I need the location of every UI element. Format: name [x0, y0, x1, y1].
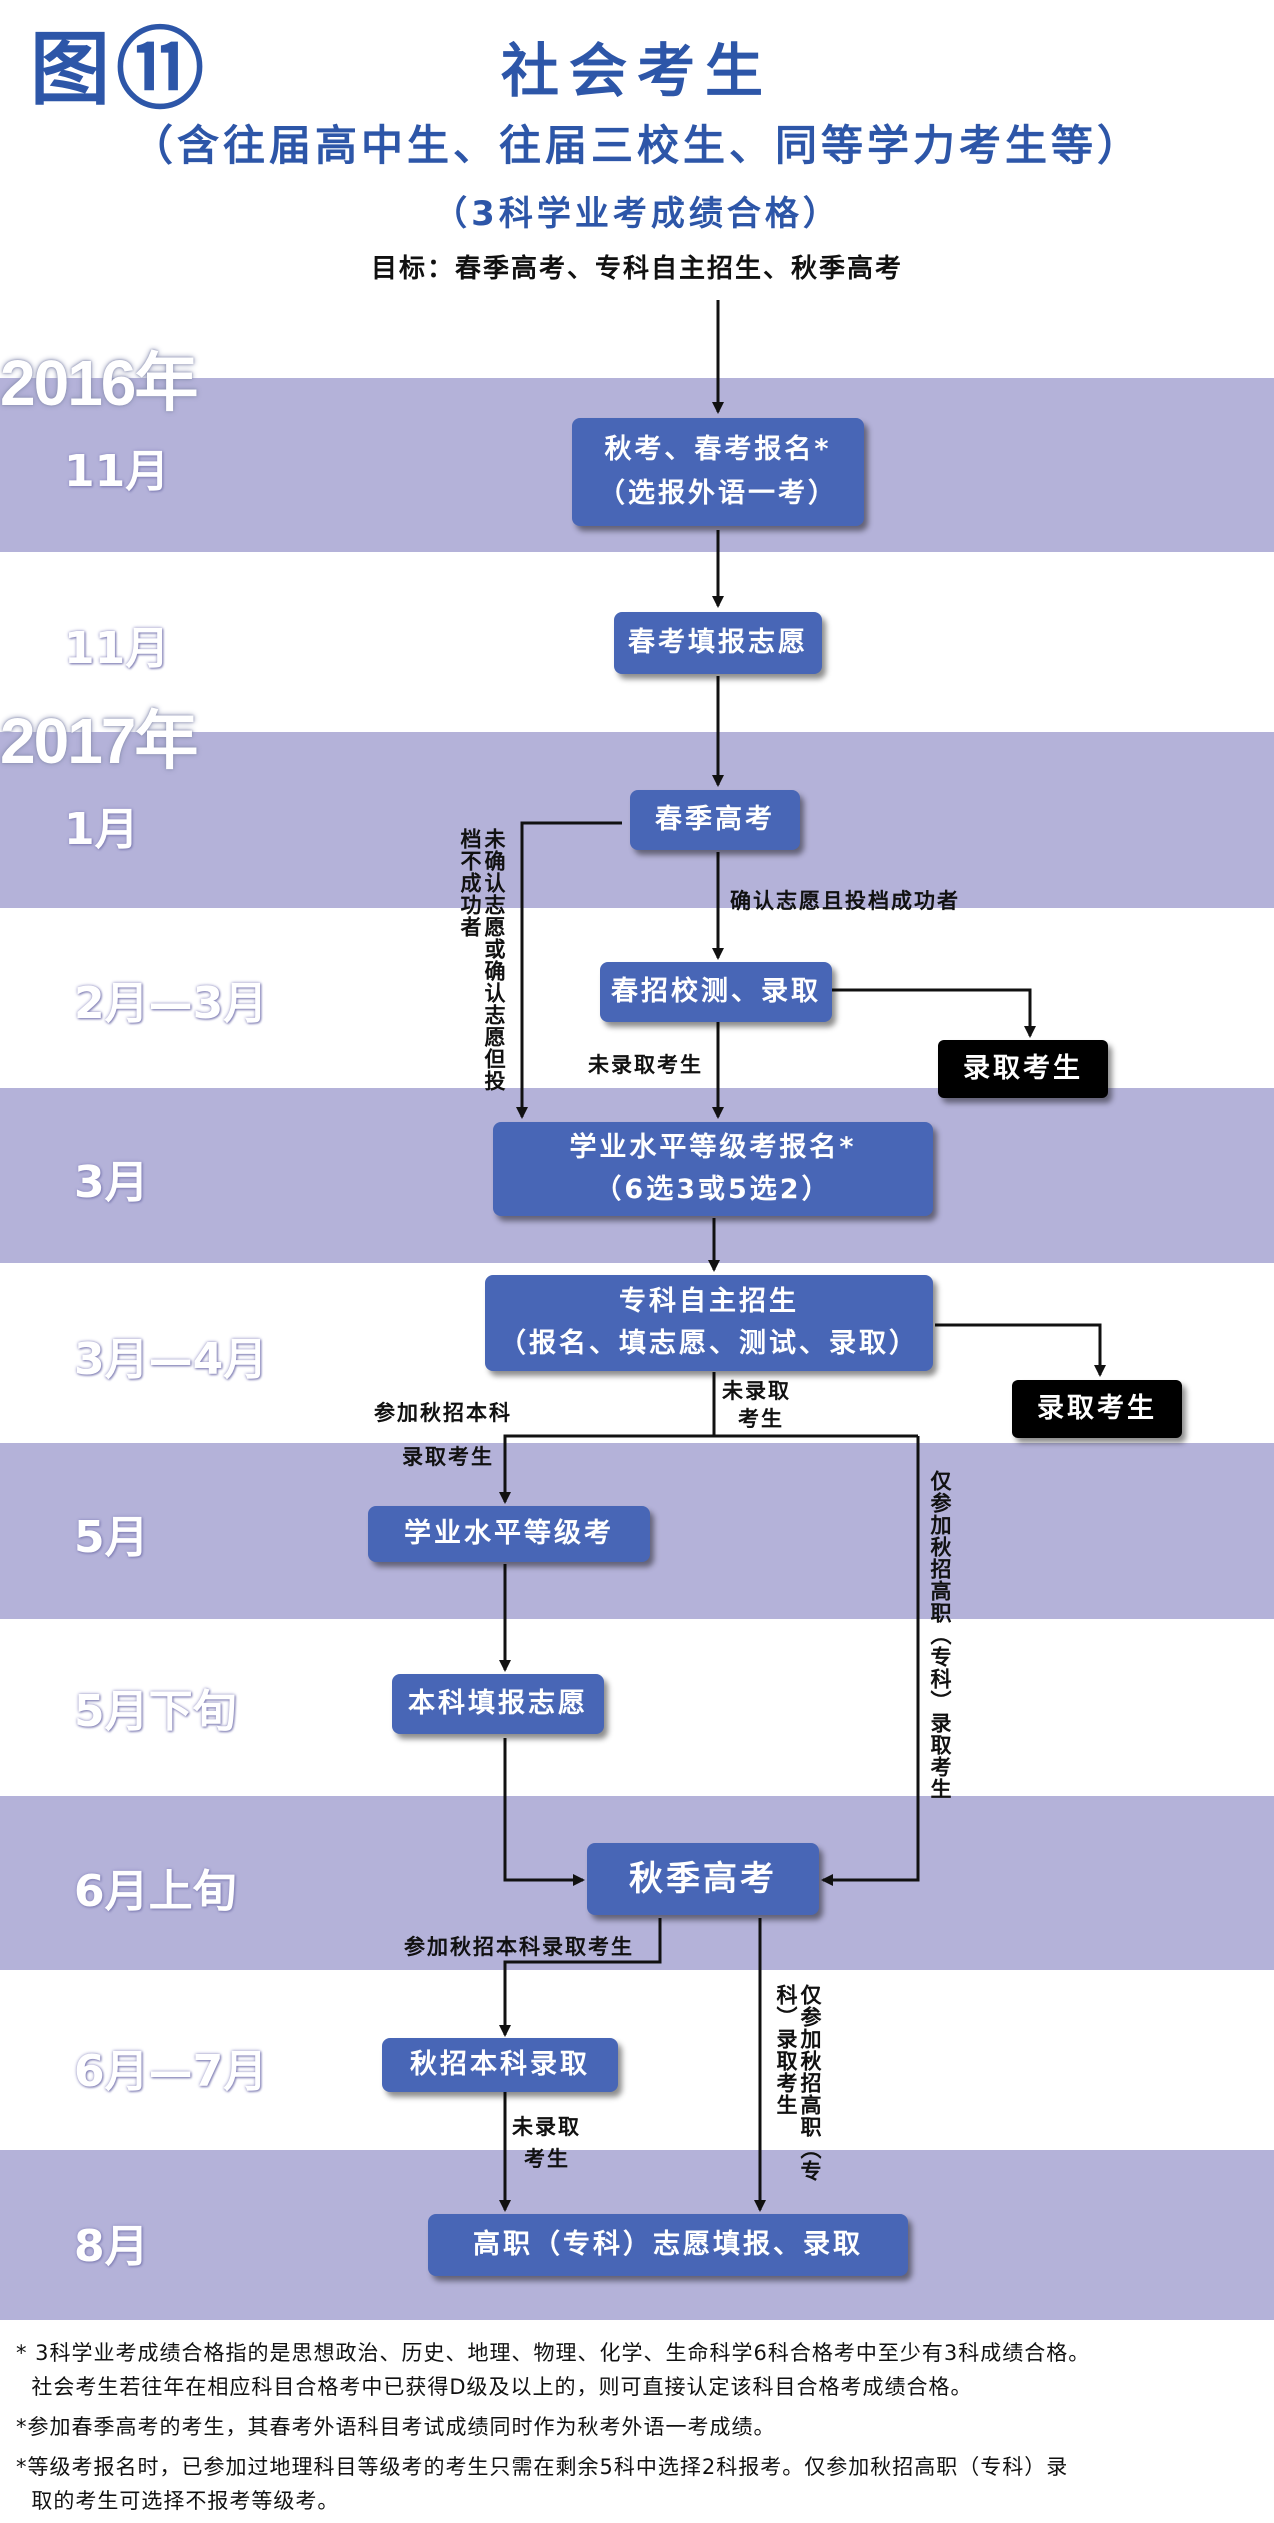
level-exam-box: 学业水平等级考 [368, 1506, 650, 1562]
level-exam-signup-line2: （6选3或5选2） [594, 1174, 832, 1205]
arrow-right-to-autumn-exam [821, 1436, 920, 1886]
signup-box-line1: 秋考、春考报名* [604, 434, 832, 465]
footnote-1b: 社会考生若往年在相应科目合格考中已获得D级及以上的，则可直接认定该科目合格考成绩… [16, 2375, 973, 2399]
label-join-autumn-a: 参加秋招本科 [374, 1401, 512, 1425]
signup-box-line2: （选报外语一考） [598, 478, 838, 509]
month-jan: 1月 [64, 804, 139, 855]
level-exam-signup-box: 学业水平等级考报名* （6选3或5选2） [493, 1122, 933, 1216]
month-nov-2: 11月 [64, 623, 170, 674]
admitted-box-1-label: 录取考生 [963, 1053, 1083, 1084]
month-may-late: 5月下旬 [74, 1686, 237, 1737]
level-exam-signup-line1: 学业水平等级考报名* [569, 1132, 857, 1163]
admitted-box-1: 录取考生 [938, 1040, 1108, 1098]
label-not-confirmed: 未确认志愿或确认志愿但投档不成功者 [458, 828, 506, 1092]
vocational-self-recruit-line1: 专科自主招生 [619, 1286, 799, 1317]
bachelor-choice-box: 本科填报志愿 [392, 1674, 604, 1734]
page-subtitle: （含往届高中生、往届三校生、同等学力考生等） [130, 121, 1143, 170]
spring-admission-label: 春招校测、录取 [611, 976, 821, 1007]
footnote-3b: 取的考生可选择不报考等级考。 [16, 2489, 340, 2513]
autumn-bachelor-admission-label: 秋招本科录取 [410, 2049, 590, 2080]
label-confirm-success: 确认志愿且投档成功者 [730, 889, 960, 913]
arrow-bachelor-choice-to-autumn-exam [503, 1738, 585, 1886]
month-aug: 8月 [74, 2221, 149, 2272]
autumn-exam-label: 秋季高考 [629, 1859, 777, 1899]
arrow-autumn-exam-to-bachelor-admit [499, 1918, 662, 2037]
arrow-spring-admit-to-admit1 [832, 988, 1036, 1038]
admitted-box-2: 录取考生 [1012, 1380, 1182, 1438]
label-not-admitted-1: 未录取考生 [588, 1053, 703, 1077]
month-jun-jul: 6月—7月 [74, 2046, 268, 2097]
label-not-admitted-3b: 考生 [524, 2147, 570, 2171]
month-may: 5月 [74, 1512, 149, 1563]
month-nov-1: 11月 [64, 446, 170, 497]
spring-admission-box: 春招校测、录取 [600, 962, 832, 1022]
month-jun-early: 6月上旬 [74, 1866, 237, 1917]
spring-exam-label: 春季高考 [655, 804, 775, 835]
footnote-3a: *等级考报名时，已参加过地理科目等级考的考生只需在剩余5科中选择2科报考。仅参加… [16, 2455, 1069, 2479]
admitted-box-2-label: 录取考生 [1037, 1393, 1157, 1424]
spring-exam-box: 春季高考 [630, 790, 800, 850]
autumn-bachelor-admission-box: 秋招本科录取 [382, 2038, 618, 2092]
spring-choice-box: 春考填报志愿 [614, 612, 822, 674]
label-not-admitted-2b: 考生 [738, 1407, 784, 1431]
signup-box: 秋考、春考报名* （选报外语一考） [572, 418, 864, 526]
footnote-2: *参加春季高考的考生，其春考外语科目考试成绩同时作为秋考外语一考成绩。 [16, 2415, 776, 2439]
year-2017: 2017年 [0, 705, 198, 777]
year-2016: 2016年 [0, 347, 198, 419]
arrow-to-level-exam [499, 1434, 918, 1504]
goal-text: 目标：春季高考、专科自主招生、秋季高考 [370, 254, 903, 284]
label-only-vocational-1: 仅参加秋招高职（专科）录取考生 [928, 1470, 952, 1800]
figure-badge-char: 图 [30, 23, 110, 116]
bachelor-choice-label: 本科填报志愿 [408, 1688, 588, 1719]
label-not-admitted-3a: 未录取 [512, 2115, 581, 2139]
vocational-admission-label: 高职（专科）志愿填报、录取 [473, 2229, 863, 2260]
label-join-autumn-2: 参加秋招本科录取考生 [404, 1935, 634, 1959]
vocational-admission-box: 高职（专科）志愿填报、录取 [428, 2214, 908, 2276]
autumn-exam-box: 秋季高考 [587, 1843, 819, 1915]
arrow-vocational-to-admit2 [935, 1323, 1106, 1377]
footnote-1a: * 3科学业考成绩合格指的是思想政治、历史、地理、物理、化学、生命科学6科合格考… [16, 2341, 1091, 2365]
page-subtitle-condition: （3科学业考成绩合格） [433, 194, 841, 234]
level-exam-label: 学业水平等级考 [404, 1518, 614, 1549]
vocational-self-recruit-box: 专科自主招生 （报名、填志愿、测试、录取） [485, 1275, 933, 1371]
month-mar-apr: 3月—4月 [74, 1334, 268, 1385]
spring-choice-label: 春考填报志愿 [628, 627, 808, 658]
page-title: 社会考生 [500, 37, 773, 105]
vocational-self-recruit-line2: （报名、填志愿、测试、录取） [499, 1328, 919, 1359]
figure-badge-number: ⑪ [116, 18, 205, 121]
figure-badge: 图 ⑪ [30, 20, 204, 120]
label-join-autumn-b: 录取考生 [402, 1445, 494, 1469]
label-only-vocational-2: 仅参加秋招高职（专科）录取考生 [774, 1984, 822, 2182]
month-feb-mar: 2月—3月 [74, 978, 268, 1029]
label-not-admitted-2a: 未录取 [722, 1379, 791, 1403]
arrow-spring-exam-to-level-signup [516, 821, 622, 1119]
month-mar: 3月 [74, 1157, 149, 1208]
